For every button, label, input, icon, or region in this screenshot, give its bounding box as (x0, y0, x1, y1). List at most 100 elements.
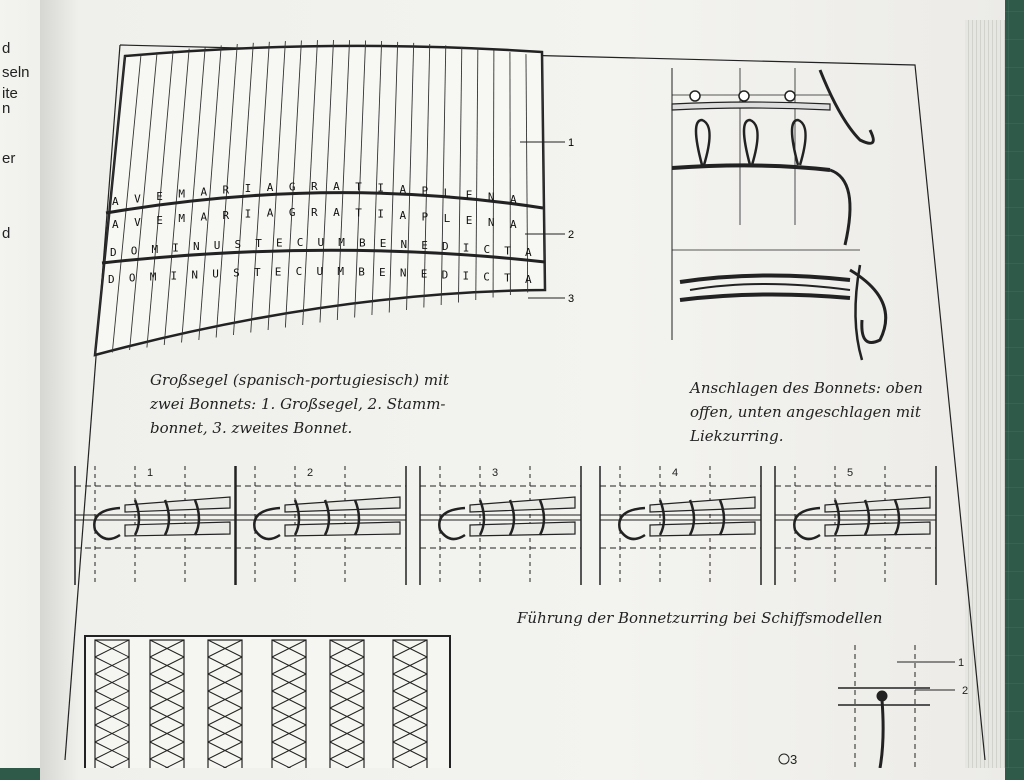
step-panel: 3 (420, 466, 581, 585)
step-panel: 5 (775, 466, 936, 585)
sail-letter: M (338, 236, 345, 249)
sail-letter: L (444, 186, 451, 199)
sail-letter: N (488, 191, 495, 204)
sail-letter: N (193, 240, 200, 253)
sail-letter: N (401, 238, 408, 251)
sail-letter: R (223, 209, 230, 222)
sail-letter: U (212, 267, 219, 280)
step-number: 4 (672, 467, 678, 479)
sail-letter: E (276, 236, 283, 249)
sail-letter: R (223, 184, 230, 197)
sail-letter: A (510, 218, 517, 231)
detail-label-1: 1 (958, 657, 964, 669)
sail-letter: E (156, 190, 163, 203)
sail-letter: I (463, 241, 470, 254)
sail-letter: A (200, 210, 207, 223)
step-panel: 2 (235, 466, 406, 585)
sail-letter: N (400, 267, 407, 280)
sail-letter: C (483, 271, 490, 284)
sail-letter: C (296, 265, 303, 278)
sail-letter: R (311, 180, 318, 193)
sail-letter: B (359, 236, 366, 249)
bonnet-lacing-steps: 1 2 3 4 5 (75, 466, 936, 585)
detail-label-2: 2 (962, 685, 968, 697)
sail-letter: D (442, 268, 449, 281)
sail-letter: E (421, 267, 428, 280)
sail-letter: G (289, 206, 296, 219)
sail-letter: A (399, 183, 406, 196)
sail-letter: T (255, 237, 262, 250)
sail-letter: V (134, 192, 141, 205)
sail-letter: A (510, 193, 517, 206)
sail-letter: U (317, 265, 324, 278)
sail-letter: P (422, 184, 429, 197)
sail-letter: A (525, 246, 532, 259)
sail-letter: I (377, 182, 384, 195)
sail-letter: I (172, 241, 179, 254)
sail-letter: U (318, 236, 325, 249)
sail-letter: M (178, 188, 185, 201)
sail-letter: A (267, 207, 274, 220)
sail-letter: M (150, 271, 157, 284)
sail-letter: E (466, 188, 473, 201)
sail-letter: T (355, 181, 362, 194)
sail-letter: M (152, 243, 159, 256)
sail-letter: D (108, 273, 115, 286)
sail-letter: A (267, 181, 274, 194)
step-panel: 4 (600, 466, 761, 585)
sail-letter: D (442, 240, 449, 253)
sail-letter: E (156, 214, 163, 227)
sail-letter: C (484, 243, 491, 256)
sail-letter: T (254, 266, 261, 279)
sail-letter: N (488, 216, 495, 229)
sail-letter: E (380, 237, 387, 250)
small-detail-figure: 1 2 (838, 645, 968, 768)
sail-letter: U (214, 239, 221, 252)
sail-letter: T (355, 207, 362, 220)
page-number-mark: 3 (790, 752, 797, 767)
sail-letter: A (112, 218, 119, 231)
ornament-icon (779, 754, 789, 764)
sail-label-2: 2 (568, 229, 574, 241)
sail-letter: O (131, 244, 138, 257)
sail-letter: I (245, 208, 252, 221)
sail-letter: V (134, 216, 141, 229)
netting-figure (85, 636, 450, 768)
sail-letter: L (444, 212, 451, 225)
sail-letter: A (333, 206, 340, 219)
sail-letter: A (112, 195, 119, 208)
step-panel: 1 (75, 466, 236, 585)
sail-letter: G (289, 180, 296, 193)
sail-caption: Großsegel (spanisch-portugiesisch) mit z… (150, 368, 449, 440)
sail-label-1: 1 (568, 137, 574, 149)
lacing-caption: Anschlagen des Bonnets: oben offen, unte… (690, 376, 923, 448)
step-number: 2 (307, 467, 313, 479)
lacing-figure (672, 68, 886, 360)
sail-letter: C (297, 236, 304, 249)
sail-letter: I (245, 182, 252, 195)
sail-letter: M (178, 212, 185, 225)
steps-caption: Führung der Bonnetzurring bei Schiffsmod… (517, 606, 882, 630)
step-number: 5 (847, 467, 853, 479)
sail-letter: A (333, 180, 340, 193)
sail-letter: N (191, 268, 198, 281)
sail-letter: O (129, 272, 136, 285)
step-number: 3 (492, 467, 498, 479)
sail-letter: I (377, 208, 384, 221)
sail-label-3: 3 (568, 293, 574, 305)
sail-letter: I (462, 269, 469, 282)
sail-letter: P (422, 210, 429, 223)
sail-letter: D (110, 246, 117, 259)
sail-letter: E (275, 265, 282, 278)
sail-letter: A (200, 186, 207, 199)
step-number: 1 (147, 467, 153, 479)
sail-letter: A (525, 273, 532, 286)
sail-letter: E (466, 214, 473, 227)
sail-letter: A (399, 209, 406, 222)
sail-letter: E (421, 239, 428, 252)
sail-letter: S (235, 238, 242, 251)
sail-letter: I (171, 269, 178, 282)
sail-letter: S (233, 267, 240, 280)
sail-letter: T (504, 272, 511, 285)
